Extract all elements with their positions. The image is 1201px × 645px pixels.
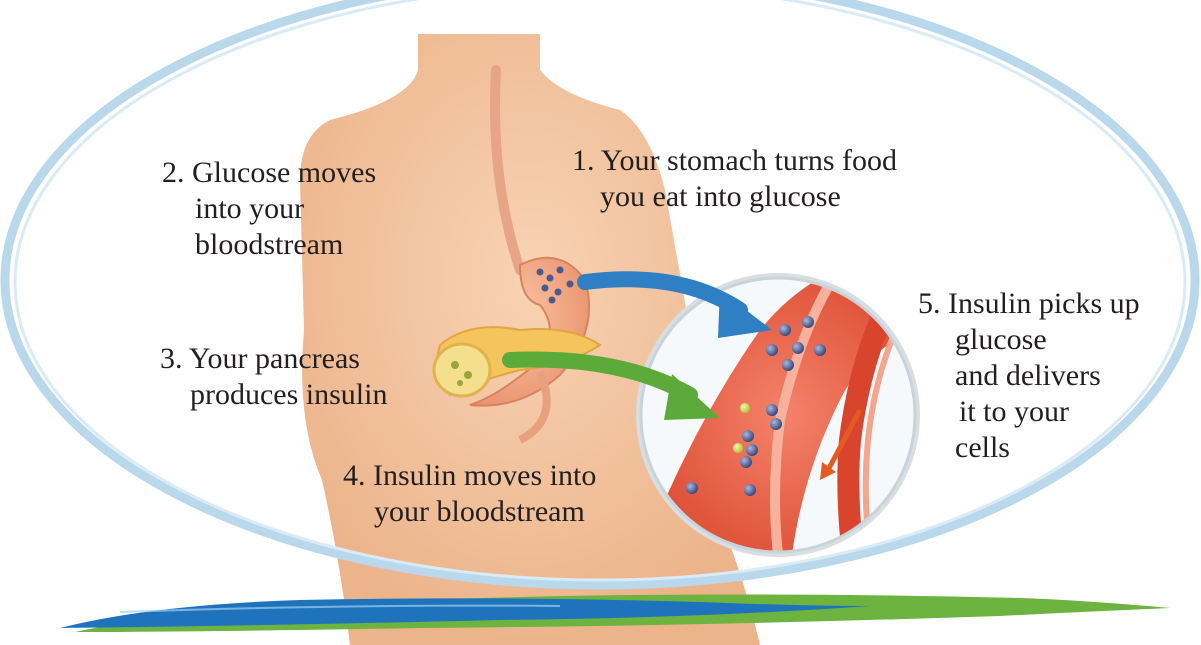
step-2-line-3: bloodstream [162,227,376,263]
step-3-label: 3. Your pancreas produces insulin [160,341,387,413]
step-1-label: 1. Your stomach turns food you eat into … [572,143,897,215]
step-4-label: 4. Insulin moves into your bloodstream [343,458,596,530]
step-4-line-1: 4. Insulin moves into [343,458,596,494]
step-3-line-1: 3. Your pancreas [160,341,387,377]
step-1-line-2: you eat into glucose [572,179,897,215]
step-3-line-2: produces insulin [160,377,387,413]
step-5-label: 5. Insulin picks up glucose and delivers… [918,286,1140,466]
step-1-line-1: 1. Your stomach turns food [572,143,897,179]
step-4-line-2: your bloodstream [343,494,596,530]
step-5-line-3: and delivers [918,358,1140,394]
step-2-line-2: into your [162,191,376,227]
step-5-line-2: glucose [918,322,1140,358]
step-5-line-5: cells [918,430,1140,466]
step-5-line-4: it to your [918,394,1140,430]
step-2-label: 2. Glucose moves into your bloodstream [162,155,376,263]
step-2-line-1: 2. Glucose moves [162,155,376,191]
step-5-line-1: 5. Insulin picks up [918,286,1140,322]
